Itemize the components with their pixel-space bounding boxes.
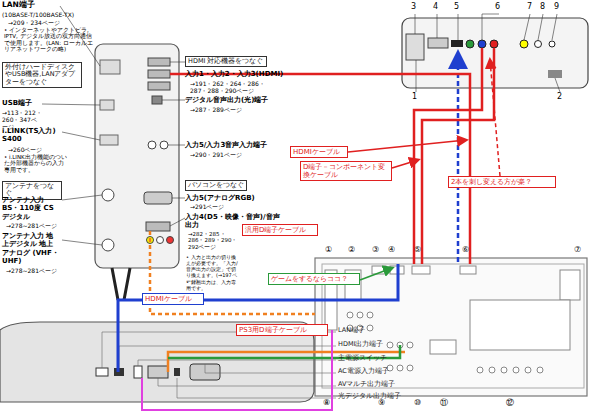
- cable-callout: 汎用D端子ケーブル: [242, 224, 318, 236]
- callout-number: ①: [325, 245, 332, 254]
- page-ref: →290・291ページ: [190, 151, 270, 158]
- node-text: ゲームをするならココ？: [271, 275, 357, 283]
- node-text: アンテナをつなぐ: [5, 183, 59, 198]
- page-ref: →278~281ページ: [6, 267, 76, 274]
- node-text: 2本を刺し変える方が楽？: [451, 178, 553, 186]
- note-text: • インターネットやアクトビラ, IPTV, デジタル放送の双方向通信で使用しま…: [4, 27, 94, 53]
- callout-number: ⑩: [414, 398, 421, 407]
- node-text: PS3用D端子ケーブル: [239, 326, 325, 334]
- page-ref: →287・289ページ: [190, 106, 270, 113]
- node-text: HDMIケーブル: [293, 148, 345, 156]
- node-text: パソコンをつなぐ: [188, 182, 244, 189]
- callout-number: 7: [527, 2, 532, 11]
- port-label: AC電源入力端子: [338, 368, 418, 376]
- port-label: 入力4(D5・映像・音声)/音声出力: [185, 213, 285, 230]
- cable-callout: HDMIケーブル: [290, 146, 348, 158]
- port-label: (10BASE-T/100BASE-TX): [2, 11, 94, 18]
- callout-number: ⑦: [574, 245, 581, 254]
- note-box: 外付けハードディスクやUSB機器,LANアダプターをつなぐ: [2, 62, 82, 88]
- callout-number: 9: [554, 2, 559, 11]
- page-ref: →209・234ページ: [8, 19, 88, 26]
- node-text: 外付けハードディスクやUSB機器,LANアダプターをつなぐ: [5, 64, 79, 86]
- port-label: 主電源スイッチ: [338, 355, 418, 363]
- callout-number: 2: [557, 92, 562, 101]
- port-label: アンテナ入力 BS・110度 CSデジタル: [2, 196, 60, 221]
- question-callout: ゲームをするならココ？: [268, 273, 360, 285]
- page-ref: →282・285・286・289・290・292ページ: [188, 231, 240, 250]
- page-ref: →260ページ: [8, 146, 58, 153]
- node-text: HDMI 対応機器をつなぐ: [188, 58, 264, 65]
- callout-number: ④: [388, 245, 395, 254]
- question-callout: 2本を刺し変える方が楽？: [448, 176, 556, 188]
- callout-number: ⑧: [323, 398, 330, 407]
- note-box: HDMI 対応機器をつなぐ: [185, 56, 267, 67]
- callout-number: 1: [412, 92, 417, 101]
- page-ref: →291ページ: [190, 203, 250, 210]
- cables: [118, 48, 500, 410]
- note-text: • i.LINK出力機能のついた外部機器からの入力専用です。: [4, 154, 68, 173]
- port-label: 入力5(アナログRGB): [185, 194, 280, 202]
- port-label: 入力1・入力2・入力3(HDMI): [185, 70, 290, 78]
- callout-number: 3: [411, 2, 416, 11]
- port-label: LAN端子: [2, 1, 92, 10]
- port-label: AVマルチ出力端子: [338, 381, 418, 389]
- callout-number: 4: [433, 2, 438, 11]
- port-label: LAN端子: [338, 327, 418, 335]
- callout-number: ③: [372, 245, 379, 254]
- page-ref: →191・262・264・286・287・288・290ページ: [190, 80, 282, 94]
- cable-callout: PS3用D端子ケーブル: [236, 324, 328, 336]
- callout-number: 8: [540, 2, 545, 11]
- port-label: アンテナ入力 地上デジタル 地上アナログ (VHF・UHF): [2, 232, 60, 265]
- callout-number: 5: [454, 2, 459, 11]
- callout-number: ⑫: [506, 398, 514, 407]
- cable-callout: HDMIケーブル: [142, 293, 204, 305]
- note-box: パソコンをつなぐ: [185, 180, 247, 191]
- node-text: D端子－コンポーネント変換ケーブル: [303, 163, 389, 179]
- cable-callout: D端子－コンポーネント変換ケーブル: [300, 161, 392, 181]
- note-text: • 録画出力は、入力専用です。: [186, 280, 240, 292]
- port-label: HDMI出力端子: [338, 341, 418, 349]
- node-text: HDMIケーブル: [145, 295, 201, 303]
- port-label: USB端子: [2, 99, 42, 107]
- callout-number: ⑪: [440, 398, 448, 407]
- port-label: i.LINK(TS入力) S400: [2, 127, 62, 144]
- node-text: 汎用D端子ケーブル: [245, 226, 315, 234]
- callout-number: ⑥: [462, 245, 469, 254]
- port-label: デジタル音声出力(光)端子: [185, 96, 290, 104]
- callout-number: ②: [348, 245, 355, 254]
- port-label: 光デジタル出力端子: [338, 393, 418, 401]
- callout-number: ⑤: [414, 245, 421, 254]
- callout-number: 6: [495, 2, 500, 11]
- port-label: 入力5/入力3音声入力端子: [185, 141, 290, 149]
- page-ref: →278~281ページ: [6, 222, 66, 229]
